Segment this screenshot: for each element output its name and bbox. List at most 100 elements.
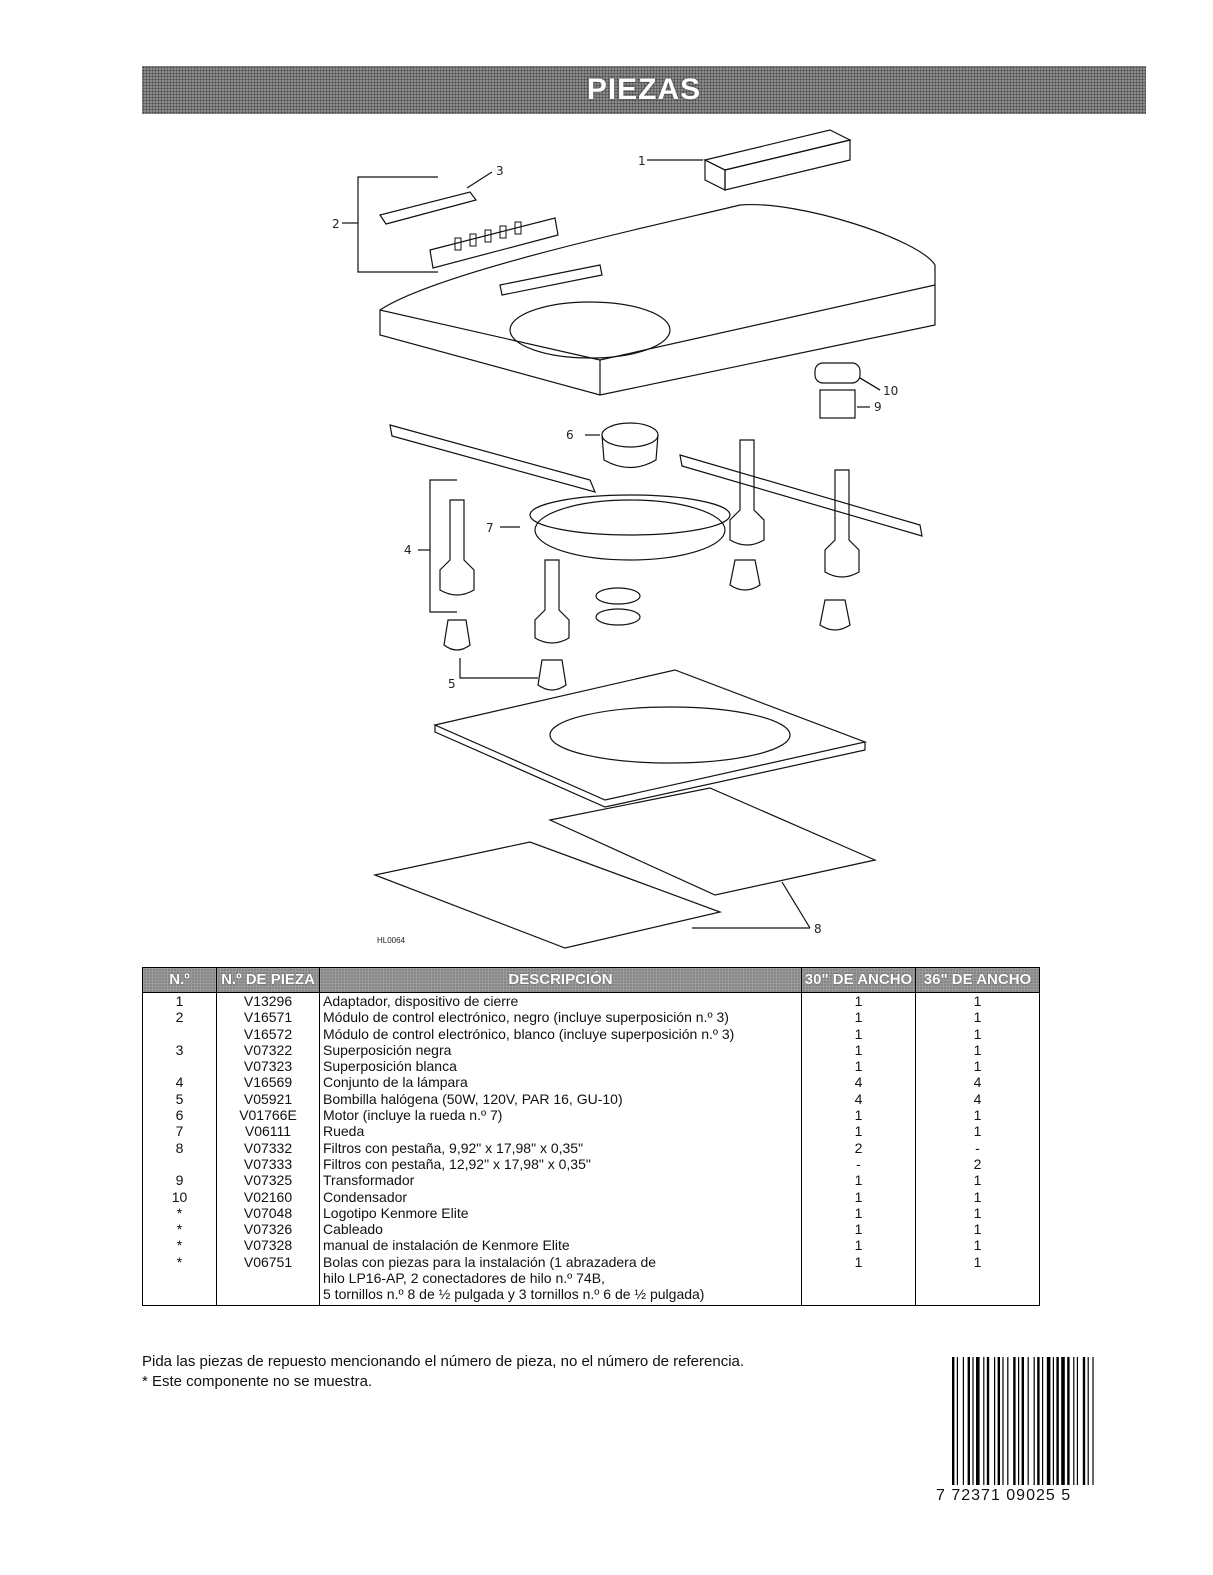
row-number: * — [142, 1253, 217, 1271]
title-banner: PIEZAS — [142, 66, 1146, 114]
row-part-number — [216, 1286, 320, 1306]
lamp-assembly-part — [439, 439, 860, 644]
row-qty-30in: 1 — [801, 1058, 916, 1075]
ordering-note: Pida las piezas de repuesto mencionando … — [142, 1353, 745, 1370]
row-qty-36in: 1 — [915, 992, 1040, 1010]
row-qty-36in: 1 — [915, 1025, 1040, 1042]
row-qty-36in: 4 — [915, 1074, 1040, 1091]
row-qty-30in: 4 — [801, 1074, 916, 1091]
callout-3: 3 — [496, 164, 504, 178]
row-description: Transformador — [319, 1172, 802, 1189]
upc-barcode — [952, 1357, 1094, 1485]
row-part-number: V07325 — [216, 1172, 320, 1189]
col-36in-header: 36" DE ANCHO — [915, 967, 1040, 993]
row-description: Bombilla halógena (50W, 120V, PAR 16, GU… — [319, 1090, 802, 1108]
row-part-number: V16572 — [216, 1025, 320, 1042]
row-qty-30in: 1 — [801, 1123, 916, 1140]
col-part-number-header: N.º DE PIEZA — [216, 967, 320, 993]
parts-table: N.º N.º DE PIEZA DESCRIPCIÓN 30" DE ANCH… — [142, 967, 1040, 1306]
row-description: Conjunto de la lámpara — [319, 1074, 802, 1091]
row-qty-36in: 1 — [915, 1172, 1040, 1189]
row-qty-30in: 1 — [801, 1237, 916, 1254]
col-description-header: DESCRIPCIÓN — [319, 967, 802, 993]
row-description: manual de instalación de Kenmore Elite — [319, 1237, 802, 1254]
row-number: * — [142, 1204, 217, 1222]
row-description: Módulo de control electrónico, negro (in… — [319, 1009, 802, 1026]
table-row: 5 tornillos n.º 8 de ½ pulgada y 3 torni… — [142, 1286, 1040, 1306]
row-qty-36in — [915, 1286, 1040, 1306]
overlay-part — [379, 191, 478, 225]
row-part-number: V16571 — [216, 1009, 320, 1026]
row-qty-30in: 1 — [801, 1107, 916, 1124]
callout-2: 2 — [332, 217, 340, 231]
row-number — [142, 1286, 217, 1306]
row-number — [142, 1058, 217, 1075]
transformer-part — [819, 389, 856, 419]
callout-5: 5 — [448, 677, 456, 691]
row-part-number: V02160 — [216, 1188, 320, 1205]
row-qty-30in: 1 — [801, 1041, 916, 1059]
row-number — [142, 1155, 217, 1173]
row-qty-36in: 1 — [915, 1188, 1040, 1205]
row-number: 4 — [142, 1074, 217, 1091]
callout-6: 6 — [566, 428, 574, 442]
row-qty-36in: 1 — [915, 1041, 1040, 1059]
table-header: N.º N.º DE PIEZA DESCRIPCIÓN 30" DE ANCH… — [142, 967, 1040, 993]
row-description: Filtros con pestaña, 12,92" x 17,98" x 0… — [319, 1155, 802, 1173]
row-description: Filtros con pestaña, 9,92" x 17,98" x 0,… — [319, 1139, 802, 1156]
row-number: 1 — [142, 992, 217, 1010]
row-number: * — [142, 1221, 217, 1238]
row-part-number — [216, 1270, 320, 1287]
row-qty-36in: 2 — [915, 1155, 1040, 1173]
row-qty-36in: 1 — [915, 1009, 1040, 1026]
capacitor-part — [814, 362, 861, 384]
row-qty-30in: 1 — [801, 1009, 916, 1026]
row-qty-36in: - — [915, 1139, 1040, 1156]
row-qty-36in: 1 — [915, 1107, 1040, 1124]
callout-8: 8 — [814, 922, 822, 936]
row-number: 10 — [142, 1188, 217, 1205]
barcode-digits: 7 72371 09025 5 — [936, 1487, 1072, 1504]
row-qty-30in: 1 — [801, 992, 916, 1010]
row-description: Superposición negra — [319, 1041, 802, 1059]
row-description: Rueda — [319, 1123, 802, 1140]
row-part-number: V06111 — [216, 1123, 320, 1140]
row-description: hilo LP16-AP, 2 conectadores de hilo n.º… — [319, 1270, 802, 1287]
row-number: 7 — [142, 1123, 217, 1140]
row-qty-36in: 1 — [915, 1123, 1040, 1140]
row-qty-30in — [801, 1286, 916, 1306]
row-qty-30in: 1 — [801, 1172, 916, 1189]
row-qty-30in: 2 — [801, 1139, 916, 1156]
row-number — [142, 1025, 217, 1042]
callout-1: 1 — [638, 154, 646, 168]
row-number: 9 — [142, 1172, 217, 1189]
row-part-number: V16569 — [216, 1074, 320, 1091]
control-module-part — [429, 217, 559, 269]
row-qty-30in: 1 — [801, 1253, 916, 1271]
row-description: Logotipo Kenmore Elite — [319, 1204, 802, 1222]
row-number: 6 — [142, 1107, 217, 1124]
col-30in-header: 30" DE ANCHO — [801, 967, 916, 993]
table-row: hilo LP16-AP, 2 conectadores de hilo n.º… — [142, 1270, 1040, 1287]
row-qty-30in: - — [801, 1155, 916, 1173]
halogen-bulb-part — [443, 559, 851, 691]
exploded-parts-diagram: 1 2 3 4 5 6 7 8 9 10 — [332, 129, 936, 949]
wheel-part — [529, 494, 731, 561]
row-qty-30in: 1 — [801, 1025, 916, 1042]
row-description: 5 tornillos n.º 8 de ½ pulgada y 3 torni… — [319, 1286, 802, 1306]
row-number: 8 — [142, 1139, 217, 1156]
row-qty-36in: 1 — [915, 1237, 1040, 1254]
callout-10: 10 — [883, 384, 898, 398]
row-part-number: V07048 — [216, 1204, 320, 1222]
bottom-pan — [433, 669, 868, 808]
not-shown-note: * Este componente no se muestra. — [142, 1373, 373, 1390]
